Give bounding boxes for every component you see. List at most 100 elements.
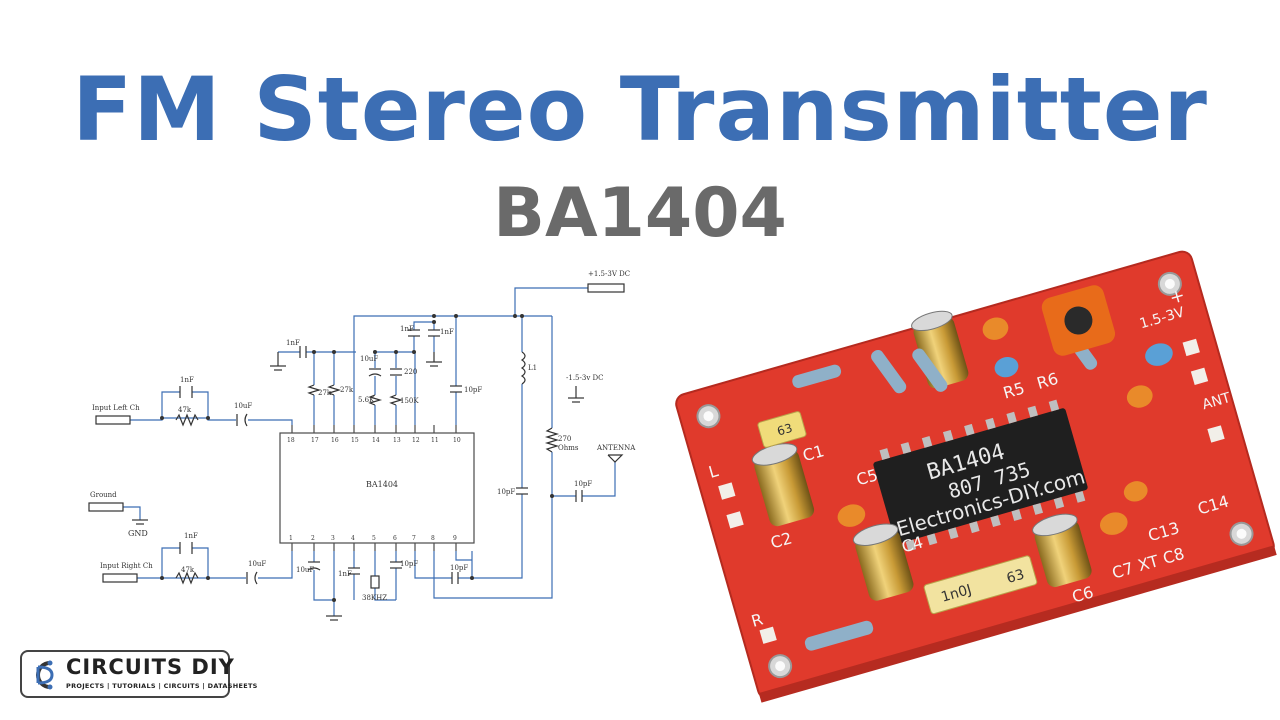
film-cap-1n0j-label: 1n0J: [939, 582, 973, 606]
svg-text:12: 12: [412, 437, 420, 444]
label-10pf-10: 10pF: [464, 386, 482, 394]
film-cap-63-top: [757, 411, 807, 448]
label-input-right: Input Right Ch: [100, 562, 153, 570]
silk-r5: R5: [1001, 378, 1027, 402]
svg-text:6: 6: [393, 535, 397, 542]
svg-text:1: 1: [289, 535, 293, 542]
svg-text:5: 5: [372, 535, 376, 542]
label-27k-a: 27k: [318, 389, 332, 397]
label-ground: Ground: [90, 491, 117, 499]
label-input-left: Input Left Ch: [92, 404, 140, 412]
logo-tagline: PROJECTS | TUTORIALS | CIRCUITS | DATASH…: [66, 682, 258, 690]
silk-c2: C2: [768, 528, 794, 552]
label-1nf-left: 1nF: [180, 376, 194, 384]
silk-l: L: [706, 461, 720, 482]
svg-text:14: 14: [372, 437, 380, 444]
label-10pf-8: 10pF: [450, 564, 468, 572]
ground-terminal: [88, 502, 124, 512]
page-subtitle: BA1404: [493, 174, 787, 253]
variable-coil: [1041, 285, 1116, 356]
silk-c5: C5: [854, 465, 880, 489]
silk-ant: ANT: [1200, 390, 1232, 413]
circuits-diy-logo[interactable]: CIRCUITS DIY PROJECTS | TUTORIALS | CIRC…: [20, 650, 257, 698]
input-right-terminal: [102, 573, 138, 583]
label-1nf-top: 1nF: [286, 339, 300, 347]
label-10pf-6: 10pF: [400, 560, 418, 568]
silk-c7: C7: [1110, 558, 1136, 582]
label-47k-left: 47k: [178, 406, 192, 414]
label-1nf-a: 1nF: [400, 325, 414, 333]
resistor-47k-right: [175, 571, 199, 585]
circuit-schematic: BA1404 Input Left Ch Ground GND Input Ri…: [88, 270, 636, 621]
pcb-board: [675, 250, 1275, 700]
chip-text-batch: 807 735: [945, 457, 1033, 503]
ic-label: BA1404: [366, 480, 398, 489]
ic-pin-numbers: 18 17 16 15 14 13 12 11 10 1 2 3 4 5 6 7…: [287, 437, 461, 542]
crystal-38khz: [370, 575, 380, 589]
label-10uf-14: 10uF: [360, 355, 378, 363]
svg-text:18: 18: [287, 437, 295, 444]
label-150k: 150K: [400, 397, 419, 405]
film-cap-63-bottom-label: 63: [1005, 567, 1027, 587]
label-1nf-b: 1nF: [440, 328, 454, 336]
label-10uf-right: 10uF: [248, 560, 266, 568]
resistor-270: [544, 427, 560, 453]
silk-c1: C1: [801, 441, 827, 465]
label-antenna: ANTENNA: [596, 444, 636, 452]
label-l1: L1: [528, 364, 537, 372]
svg-text:13: 13: [393, 437, 401, 444]
page-title: FM Stereo Transmitter: [72, 58, 1208, 161]
silk-c14: C14: [1195, 492, 1231, 519]
label-gnd: GND: [128, 529, 148, 538]
svg-text:10: 10: [453, 437, 461, 444]
svg-text:11: 11: [431, 437, 439, 444]
film-cap-1n0j: [923, 555, 1038, 615]
svg-text:17: 17: [311, 437, 319, 444]
label-10uf-left: 10uF: [234, 402, 252, 410]
antenna-symbol: [607, 454, 624, 463]
svg-text:15: 15: [351, 437, 359, 444]
label-270-unit: Ohms: [558, 444, 579, 452]
silk-r6: R6: [1035, 369, 1061, 393]
film-cap-63-top-label: 63: [776, 421, 795, 439]
label-47k-right: 47k: [181, 566, 195, 574]
silk-c13: C13: [1146, 518, 1182, 545]
ic-chip: [873, 408, 1088, 544]
ic-top-pins: [291, 425, 457, 433]
silk-vcc: 1.5-3V: [1138, 304, 1187, 332]
resistors: [792, 326, 1098, 651]
logo-name: CIRCUITS DIY: [66, 655, 235, 679]
chip-text-site: Electronics-DIY.com: [894, 464, 1088, 541]
schematic-wires: [123, 287, 616, 616]
inductor-l1: [520, 351, 526, 385]
supply-pos-terminal: [587, 283, 625, 293]
label-10pf-col: 10pF: [497, 488, 515, 496]
silk-xt: XT: [1136, 551, 1161, 575]
label-1nf-right: 1nF: [184, 532, 198, 540]
logo-mark-icon: [36, 660, 54, 690]
label-5-6k: 5.6K: [358, 396, 375, 404]
silk-c8: C8: [1161, 544, 1187, 568]
chip-text-model: BA1404: [924, 440, 1007, 486]
label-supply-neg: -1.5-3v DC: [566, 374, 603, 382]
label-27k-b: 27k: [340, 386, 354, 394]
electrolytic-capacitors: [751, 310, 1092, 601]
label-220: 220: [404, 368, 417, 376]
input-left-terminal: [95, 415, 131, 425]
label-10pf-ant: 10pF: [574, 480, 592, 488]
label-270: 270: [558, 435, 571, 443]
resistor-47k-left: [175, 413, 199, 427]
ic-bottom-pins: [291, 543, 457, 551]
label-1nf-4: 1nF: [338, 570, 352, 578]
ic-body: [279, 432, 475, 544]
silk-plus: +: [1167, 285, 1187, 309]
svg-text:9: 9: [453, 535, 457, 542]
label-crystal: 38KHZ: [362, 594, 387, 602]
silk-c4: C4: [900, 532, 926, 556]
silk-c6: C6: [1070, 582, 1096, 606]
ground-symbols: [132, 352, 584, 621]
svg-text:16: 16: [331, 437, 339, 444]
svg-text:4: 4: [351, 535, 355, 542]
svg-text:2: 2: [311, 535, 315, 542]
svg-text:3: 3: [331, 535, 335, 542]
